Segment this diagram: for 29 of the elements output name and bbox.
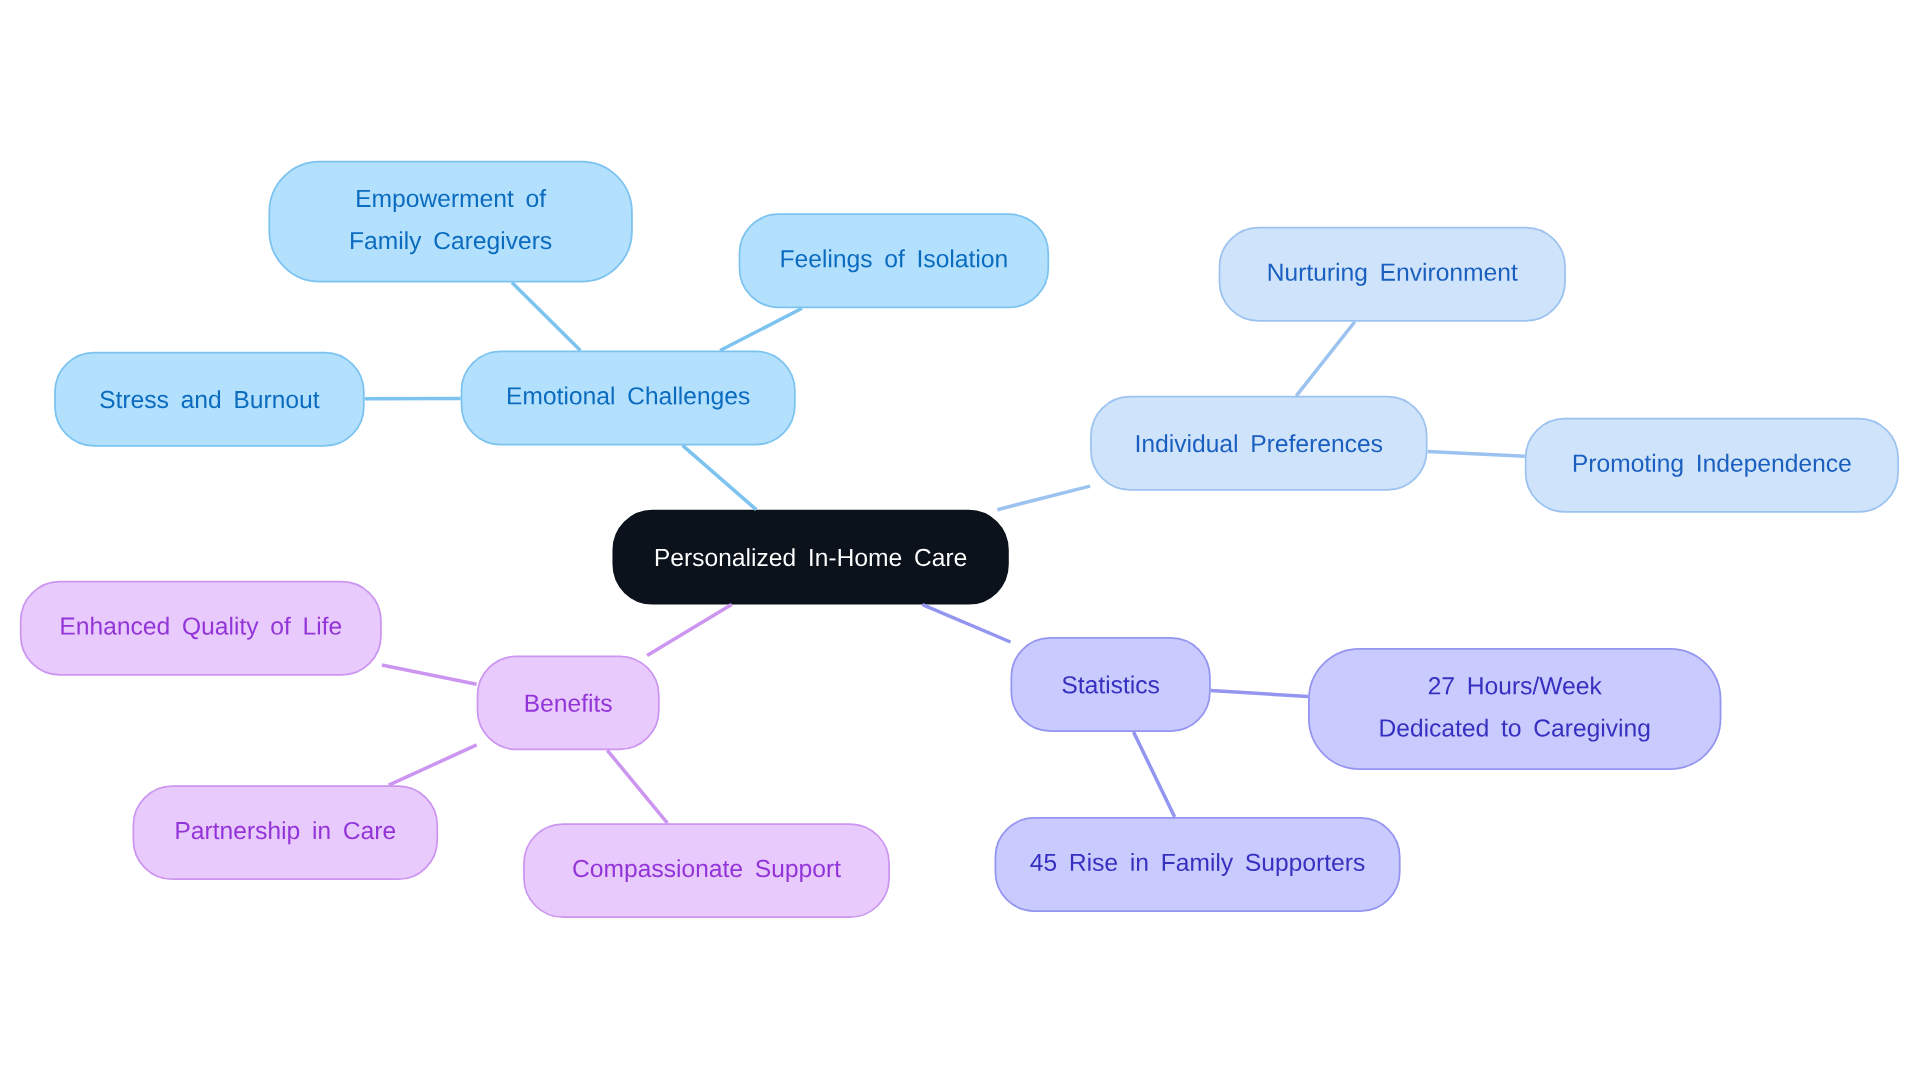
topic-node: Partnership in Care [132,785,439,880]
connector-line [510,281,582,352]
connector-line [719,306,803,352]
topic-node: Individual Preferences [1090,395,1428,491]
connector-line [387,743,478,787]
root-node: Personalized In-Home Care [612,509,1009,605]
connector-line [1210,688,1309,698]
connector-line [1294,320,1357,397]
connector-line [921,602,1012,644]
topic-node: Promoting Independence [1524,417,1899,513]
topic-node: Nurturing Environment [1218,226,1566,322]
connector-line [996,484,1091,512]
connector-line [364,396,461,401]
topic-node: Empowerment of Family Caregivers [268,160,633,283]
connector-line [605,749,669,825]
topic-node: Compassionate Support [523,822,890,918]
connector-line [1131,731,1177,818]
topic-node: 45 Rise in Family Supporters [994,816,1401,912]
topic-node: Feelings of Isolation [738,213,1050,309]
connector-line [381,663,477,686]
topic-node: Emotional Challenges [460,350,796,446]
topic-node: Enhanced Quality of Life [19,580,382,676]
topic-node: 27 Hours/Week Dedicated to Caregiving [1308,647,1722,770]
connector-line [646,602,733,657]
topic-node: Benefits [476,655,660,751]
topic-node: Statistics [1010,636,1211,732]
connector-line [681,443,758,511]
connector-line [1427,449,1525,458]
topic-node: Stress and Burnout [54,351,365,447]
